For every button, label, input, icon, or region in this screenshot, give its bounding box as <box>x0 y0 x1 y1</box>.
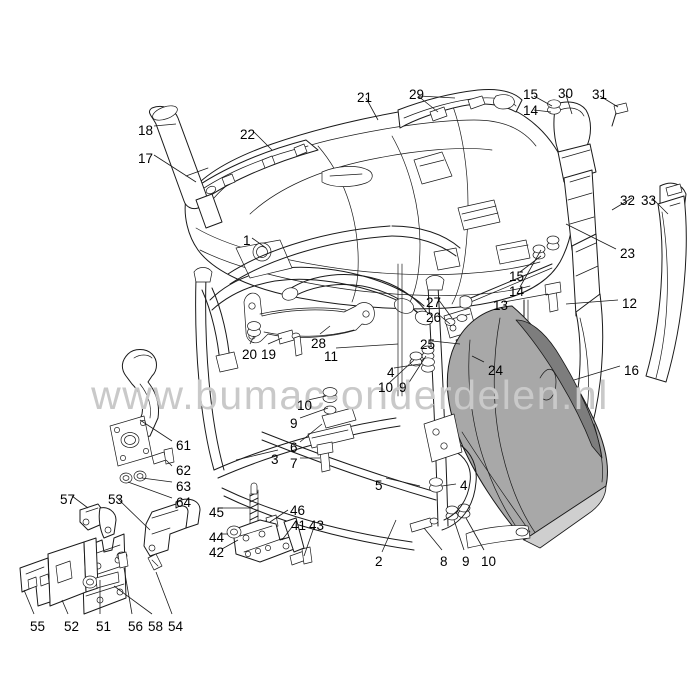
callout-number-18: 18 <box>138 123 154 138</box>
front-trim-bar <box>183 139 319 207</box>
lower-left-assembly <box>19 498 201 615</box>
callout-number-20: 20 <box>242 347 258 362</box>
callout-number-8: 8 <box>440 554 448 569</box>
callout-number-61: 61 <box>176 438 192 453</box>
callout-number-56: 56 <box>128 619 144 634</box>
spring-linkage <box>226 482 313 566</box>
callout-number-10: 10 <box>481 554 497 569</box>
callout-number-26: 26 <box>426 310 442 325</box>
callout-number-13: 13 <box>493 298 509 313</box>
callout-number-12: 12 <box>622 296 638 311</box>
callout-number-64: 64 <box>176 495 192 510</box>
callout-number-45: 45 <box>209 505 225 520</box>
callout-number-22: 22 <box>240 127 256 142</box>
callout-number-58: 58 <box>148 619 164 634</box>
callout-number-17: 17 <box>138 151 154 166</box>
callout-number-15: 15 <box>523 87 539 102</box>
callout-number-52: 52 <box>64 619 80 634</box>
main-tubular-frame <box>193 225 461 551</box>
callout-number-4: 4 <box>460 478 468 493</box>
callout-number-2: 2 <box>375 554 383 569</box>
callout-number-54: 54 <box>168 619 184 634</box>
callout-number-29: 29 <box>409 87 425 102</box>
callout-number-63: 63 <box>176 479 192 494</box>
callout-number-28: 28 <box>311 336 327 351</box>
deflector-chute-16 <box>446 305 608 549</box>
callout-number-31: 31 <box>592 87 608 102</box>
callout-number-1: 1 <box>243 233 251 248</box>
callout-number-51: 51 <box>96 619 112 634</box>
callout-number-14: 14 <box>523 103 539 118</box>
callout-number-9: 9 <box>462 554 470 569</box>
callout-number-24: 24 <box>488 363 504 378</box>
callout-number-16: 16 <box>624 363 640 378</box>
callout-number-42: 42 <box>209 545 225 560</box>
bottom-hardware <box>247 321 531 549</box>
callout-number-10: 10 <box>378 380 394 395</box>
callout-number-55: 55 <box>30 619 46 634</box>
callout-number-32: 32 <box>620 193 636 208</box>
callout-number-14: 14 <box>509 284 525 299</box>
callout-number-5: 5 <box>375 478 383 493</box>
callout-number-10: 10 <box>297 398 313 413</box>
callout-number-9: 9 <box>399 380 407 395</box>
callout-number-41: 41 <box>291 518 307 533</box>
right-side-panels <box>553 101 687 441</box>
rear-top-trim <box>397 89 523 185</box>
callout-number-7: 7 <box>290 456 298 471</box>
callout-number-15: 15 <box>509 269 525 284</box>
callout-number-53: 53 <box>108 492 124 507</box>
callout-number-19: 19 <box>261 347 277 362</box>
leader-lines <box>23 94 669 615</box>
callout-number-23: 23 <box>620 246 636 261</box>
callout-number-44: 44 <box>209 530 225 545</box>
callout-number-27: 27 <box>426 295 442 310</box>
callout-number-57: 57 <box>60 492 76 507</box>
callout-number-6: 6 <box>290 440 298 455</box>
callout-number-11: 11 <box>324 349 339 364</box>
callout-number-25: 25 <box>420 337 436 352</box>
callout-number-62: 62 <box>176 463 192 478</box>
callout-number-33: 33 <box>641 193 657 208</box>
left-pedal-arm <box>109 349 175 484</box>
dash-panel-28 <box>243 292 375 344</box>
callout-number-4: 4 <box>387 365 395 380</box>
callout-number-3: 3 <box>271 452 279 467</box>
callout-number-43: 43 <box>309 518 325 533</box>
callout-number-30: 30 <box>558 86 574 101</box>
callout-number-21: 21 <box>357 90 373 105</box>
callout-number-9: 9 <box>290 416 298 431</box>
left-lever-rod <box>149 105 223 229</box>
callout-number-46: 46 <box>290 503 306 518</box>
